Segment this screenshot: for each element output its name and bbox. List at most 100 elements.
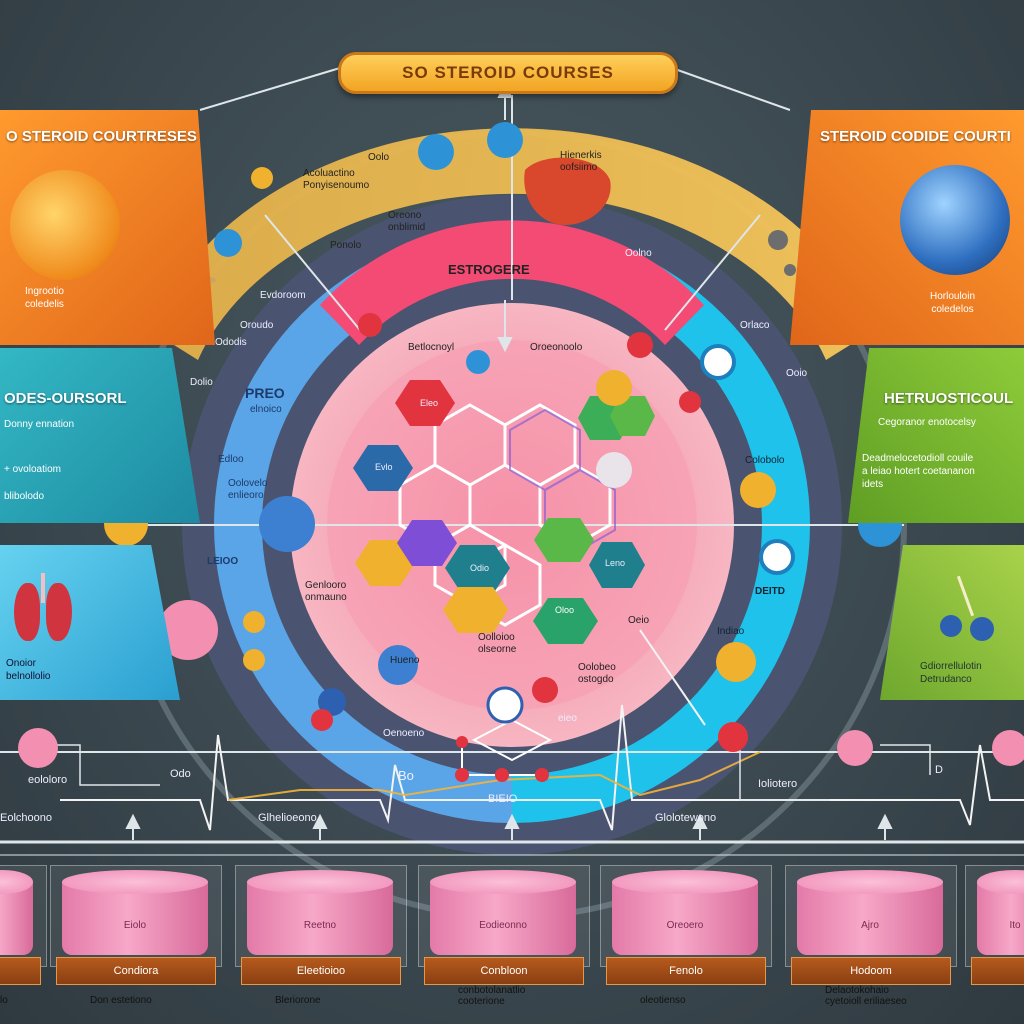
sphere-pink-tr (837, 730, 873, 766)
label-inner-3: Genlooro onmauno (305, 580, 347, 603)
panel-mid-right-sub2: Deadmelocetodioll couile a leiao hotert … (862, 453, 975, 490)
diag-bottom-r (639, 629, 706, 726)
hex-tile-red (395, 380, 455, 426)
sphere-red-1 (358, 313, 382, 337)
timeline-below-1: Eolchoono (0, 812, 52, 824)
panel-top-left-sub: Ingrootio coledelis (25, 286, 64, 310)
label-ring-13: DEITD (755, 586, 785, 597)
sphere-orange-ring (700, 344, 736, 380)
tray-strip-2: Eleetioioo (241, 957, 401, 985)
label-inner-4: Oolloioo olseorne (478, 632, 517, 655)
label-inner-5: Oolobeo ostogdo (578, 662, 616, 685)
panel-top-right: STEROID CODIDE COURTI Horlouloin coledel… (790, 110, 1024, 345)
timeline-left-label: eololoro (28, 774, 68, 786)
lungs-icon (14, 573, 74, 643)
sphere-red-b1 (532, 677, 558, 703)
tray-drum-label: Eodieonno (479, 920, 527, 931)
sphere-blue-l4 (318, 688, 346, 716)
label-ring-3: Ododis (215, 337, 247, 348)
label-hex-5: Oloo (555, 605, 575, 615)
liver-icon (524, 157, 611, 225)
sphere-pink-figure (158, 600, 218, 660)
up-arrows (125, 82, 893, 840)
label-hex-3: Odio (470, 563, 490, 573)
label-outer-4: Ponolo (330, 240, 362, 251)
diag-inner-l (264, 214, 361, 331)
panel-top-left: O STEROID COURTRESES Ingrootio coledelis (0, 110, 215, 345)
earth-icon (900, 165, 1010, 275)
timeline-mid-node: BIEIO (488, 793, 518, 805)
timeline-mid-left: Bo (398, 768, 414, 783)
pulse-trace (60, 704, 1024, 831)
label-hex-1: Eleo (420, 398, 439, 408)
panel-mid-right: HETRUOSTICOUL Cegoranor enotocelsy Deadm… (848, 348, 1024, 523)
hex-tile-teal (445, 545, 510, 591)
tray-foot-4: oleotienso (640, 995, 686, 1006)
sphere-gold-r2 (716, 642, 756, 682)
tray-strip-4: Fenolo (606, 957, 766, 985)
label-ring-2: Oroudo (240, 320, 274, 331)
sphere-gold-1 (251, 167, 273, 189)
sphere-blue-left (259, 496, 315, 552)
tray-strip-3: Conbloon (424, 957, 584, 985)
label-ring-6: elnoico (250, 404, 282, 415)
timeline-right-box: D (935, 764, 943, 776)
hex-tile-green2 (534, 518, 594, 562)
tray-drum-0 (0, 870, 33, 955)
label-ring-11: Orlaco (740, 320, 770, 331)
label-inner-2: Oroeonoolo (530, 342, 583, 353)
tray-strip-6 (971, 957, 1024, 985)
hex-rings (398, 403, 612, 627)
tray-drum-4: Oreoero (612, 870, 758, 955)
spheres (18, 122, 1024, 782)
label-ring-14: Indiao (717, 626, 745, 637)
tray-foot-3: conbotolanatlio cooterione (458, 985, 526, 1007)
panel-mid-left-sub2: + ovoloatiom (4, 464, 61, 475)
panel-mid-left: ODES-OURSORL Donny ennation + ovoloatiom… (0, 348, 200, 523)
timeline-below-2: Glhelioeono (258, 812, 317, 824)
label-ring-12: Oolno (625, 248, 652, 259)
sphere-blue-2 (214, 229, 242, 257)
sphere-red-l4 (311, 709, 333, 731)
label-outer-1: Oolo (368, 152, 390, 163)
label-inner-7: Oenoeno (383, 728, 425, 739)
timeline-bracket-left (55, 744, 160, 786)
blue-band (214, 227, 512, 823)
plant-roots-icon (940, 575, 1000, 641)
sphere-blue-1 (418, 134, 454, 170)
tray-strip-1: Condiora (56, 957, 216, 985)
panel-bottom-left: Onoior belnollolio (0, 545, 180, 700)
tray-foot-5: Delaotokohaio cyetoioll eriliaeseo (825, 985, 907, 1007)
diag-tr (671, 67, 791, 111)
sphere-gold-l3 (243, 649, 265, 671)
sphere-gold-r (740, 472, 776, 508)
label-ring-9: LEIOO (207, 556, 239, 567)
sphere-red-2 (627, 332, 653, 358)
panel-bottom-right-sub: Gdiorrellulotin Detrudanco (920, 661, 982, 685)
sphere-gold-mol (596, 370, 632, 406)
tray-strip-0 (0, 957, 41, 985)
sphere-red-n1 (456, 736, 468, 748)
label-ring-1: Evdoroom (260, 290, 306, 301)
label-outer-2: Acoluactino Ponyisenoumo (303, 168, 370, 191)
hex-tiles (353, 380, 655, 644)
label-inner-8: Hueno (390, 655, 420, 666)
panel-top-right-sub: Horlouloin coledelos (930, 291, 976, 315)
sphere-white-b (486, 686, 524, 724)
tray-drum-label: Eiolo (123, 920, 147, 931)
panel-bottom-right: Gdiorrellulotin Detrudanco (880, 545, 1024, 700)
tray-drum-label: Reetno (303, 920, 337, 931)
hex-tile-teal2 (589, 542, 645, 588)
tray-drum-label: Oreoero (666, 920, 704, 931)
label-ring-10: Ooio (786, 368, 808, 379)
timeline-left-top: Odo (170, 768, 191, 780)
sun-icon (10, 170, 120, 280)
panel-top-left-title: O STEROID COURTRESES (6, 128, 197, 145)
hex-tile-green (533, 598, 598, 644)
sphere-pink-tr2 (992, 730, 1024, 766)
panel-mid-right-title: HETRUOSTICOUL (884, 390, 1014, 407)
diag-tl (199, 67, 341, 111)
panel-mid-right-sub1: Cegoranor enotocelsy (878, 417, 976, 428)
